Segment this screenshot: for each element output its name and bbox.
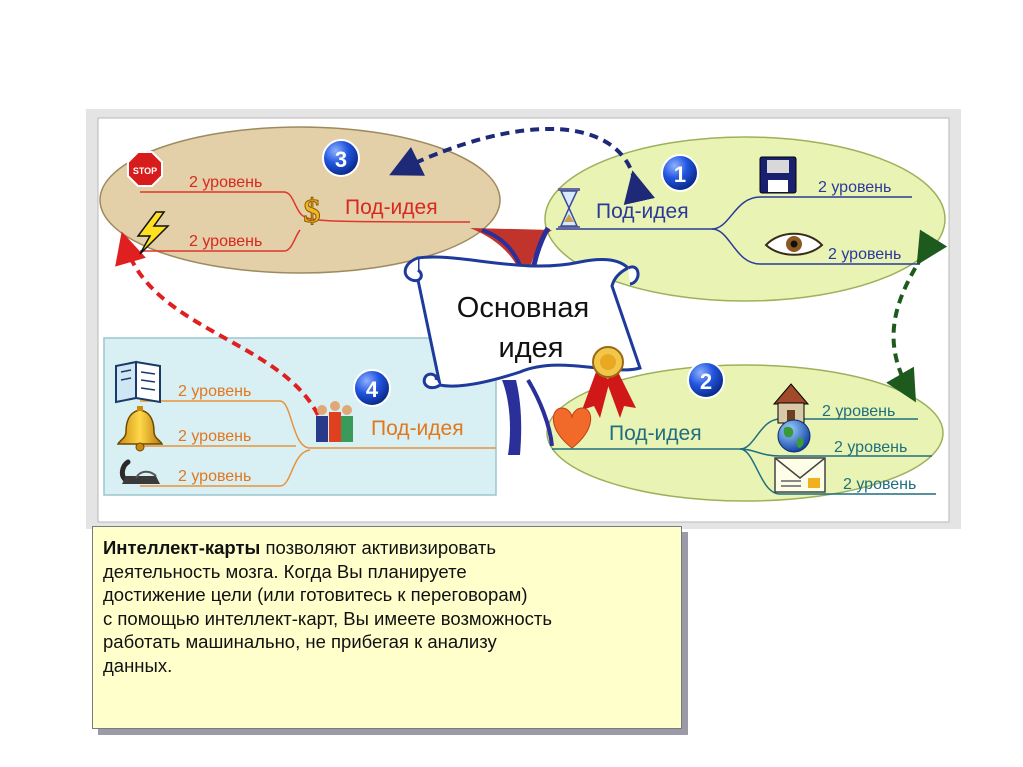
node-4-level-1-label: 2 уровень [178,383,251,400]
node-2-level-2-label: 2 уровень [834,439,907,456]
arrow-1-to-3 [389,127,656,206]
center-title-line2: идея [499,332,564,364]
lightning-icon [136,211,170,255]
svg-text:$: $ [304,193,321,230]
node-2-level-3-label: 2 уровень [843,476,916,493]
node-4-box [103,337,497,496]
central-scroll [403,255,642,390]
envelope-icon [774,457,826,493]
dollar-sign-icon: $ [303,193,321,231]
globe-icon [777,419,811,453]
arrow-4-to-3 [115,231,320,416]
telephone-icon [119,459,160,484]
caption-line-2: деятельность мозга. Когда Вы планируете [103,560,467,582]
node-4-level-3-label: 2 уровень [178,468,251,485]
node-2-level-1-label: 2 уровень [822,403,895,420]
caption-line-6: данных. [103,654,173,676]
stop-sign-icon: STOP [127,151,163,187]
node-4-level-2-label: 2 уровень [178,428,251,445]
caption-line-1: Интеллект-карты позволяют активизировать [103,536,671,560]
node-2-label: Под-идея [609,422,702,445]
badge-3: 3 [322,139,360,177]
badge-1: 1 [661,154,699,192]
node-3-branches [140,191,471,252]
node-1-level-1-label: 2 уровень [818,179,891,196]
caption-line-4: с помощью интеллект-карт, Вы имеете возм… [103,607,552,629]
node-1-level-2-label: 2 уровень [828,246,901,263]
floppy-disk-icon [759,156,797,194]
svg-text:4: 4 [366,377,379,402]
node-3-label: Под-идея [345,196,438,219]
svg-text:2: 2 [700,369,712,394]
hourglass-icon [558,188,580,229]
svg-text:3: 3 [335,147,347,172]
node-2-ellipse [546,364,944,502]
node-4-label: Под-идея [371,417,464,440]
heart-icon [552,407,592,449]
caption-bold-term: Интеллект-карты [103,537,261,558]
node-3-level-1-label: 2 уровень [189,174,262,191]
bell-icon [116,406,164,452]
people-icon [316,401,353,442]
caption-first-line-rest: позволяют активизировать [260,537,497,558]
ribbon-medal-icon [582,346,636,418]
center-title-line1: Основная [457,292,589,324]
svg-text:STOP: STOP [133,166,157,176]
arrow-1-to-2 [886,229,948,403]
node-1-label: Под-идея [596,200,689,223]
book-icon [115,360,161,404]
svg-text:1: 1 [674,162,686,187]
caption-box: Интеллект-карты позволяют активизировать… [92,526,682,729]
caption-line-5: работать машинально, не прибегая к анали… [103,631,497,652]
badge-2: 2 [687,361,725,399]
node-4-branches [140,400,496,487]
node-1-branches [556,196,920,265]
node-3-level-2-label: 2 уровень [189,233,262,250]
eye-icon [764,232,824,256]
caption-line-3: достижение цели (или готовитесь к перего… [103,584,528,605]
badge-4: 4 [353,369,391,407]
